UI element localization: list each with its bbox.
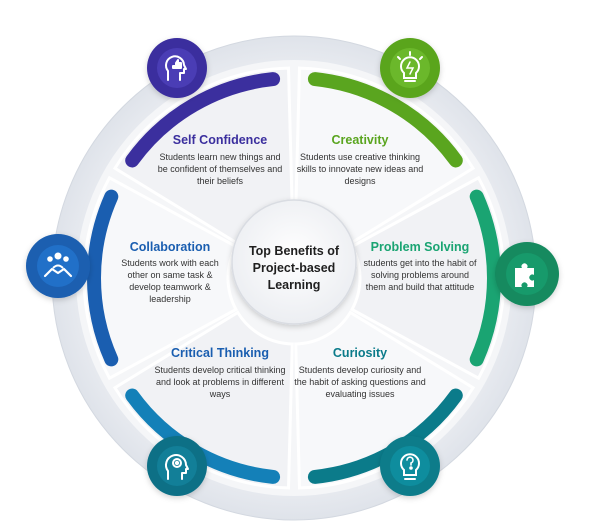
self-confidence-title: Self Confidence (172, 133, 268, 147)
segment-wedges (82, 66, 506, 490)
self-confidence-arc (125, 72, 281, 168)
lightbulb-icon (397, 51, 423, 82)
handshake-team-icon (43, 252, 73, 278)
collaboration-title: Collaboration (129, 240, 211, 254)
center-title: Top Benefits of Project-based Learning (248, 244, 340, 292)
problem-solving-wedge[interactable] (349, 175, 506, 381)
problem-solving-title: Problem Solving (370, 240, 470, 254)
problem-solving-description: students get into the habit of solving p… (363, 258, 477, 292)
critical-thinking-badge[interactable] (147, 436, 207, 496)
collaboration-wedge[interactable] (82, 175, 239, 381)
self-confidence-description: Students learn new things and be confide… (157, 152, 283, 186)
critical-thinking-title: Critical Thinking (171, 346, 269, 360)
creativity-arc (307, 72, 463, 168)
question-bulb-icon (400, 453, 420, 480)
collaboration-description: Students work with each other on same ta… (121, 258, 219, 304)
curiosity-title: Curiosity (332, 346, 388, 360)
self-confidence-badge[interactable] (147, 38, 207, 98)
collaboration-arc (87, 189, 119, 367)
creativity-badge[interactable] (380, 38, 440, 98)
creativity-description: Students use creative thinking skills to… (296, 152, 424, 186)
problem-solving-arc (469, 189, 501, 367)
collaboration-badge[interactable] (26, 234, 90, 298)
puzzle-icon (515, 263, 534, 287)
curiosity-badge[interactable] (380, 436, 440, 496)
curiosity-wedge[interactable] (294, 310, 476, 490)
creativity-title: Creativity (331, 133, 389, 147)
gear-head-icon (165, 454, 189, 480)
curiosity-description: Students develop curiosity and the habit… (294, 365, 426, 399)
icon-badges (26, 38, 559, 496)
critical-thinking-description: Students develop critical thinking and l… (154, 365, 286, 399)
center-circle (231, 199, 357, 325)
thumbs-up-head-icon (165, 55, 187, 81)
critical-thinking-wedge[interactable] (112, 310, 294, 490)
problem-solving-badge[interactable] (495, 242, 559, 306)
